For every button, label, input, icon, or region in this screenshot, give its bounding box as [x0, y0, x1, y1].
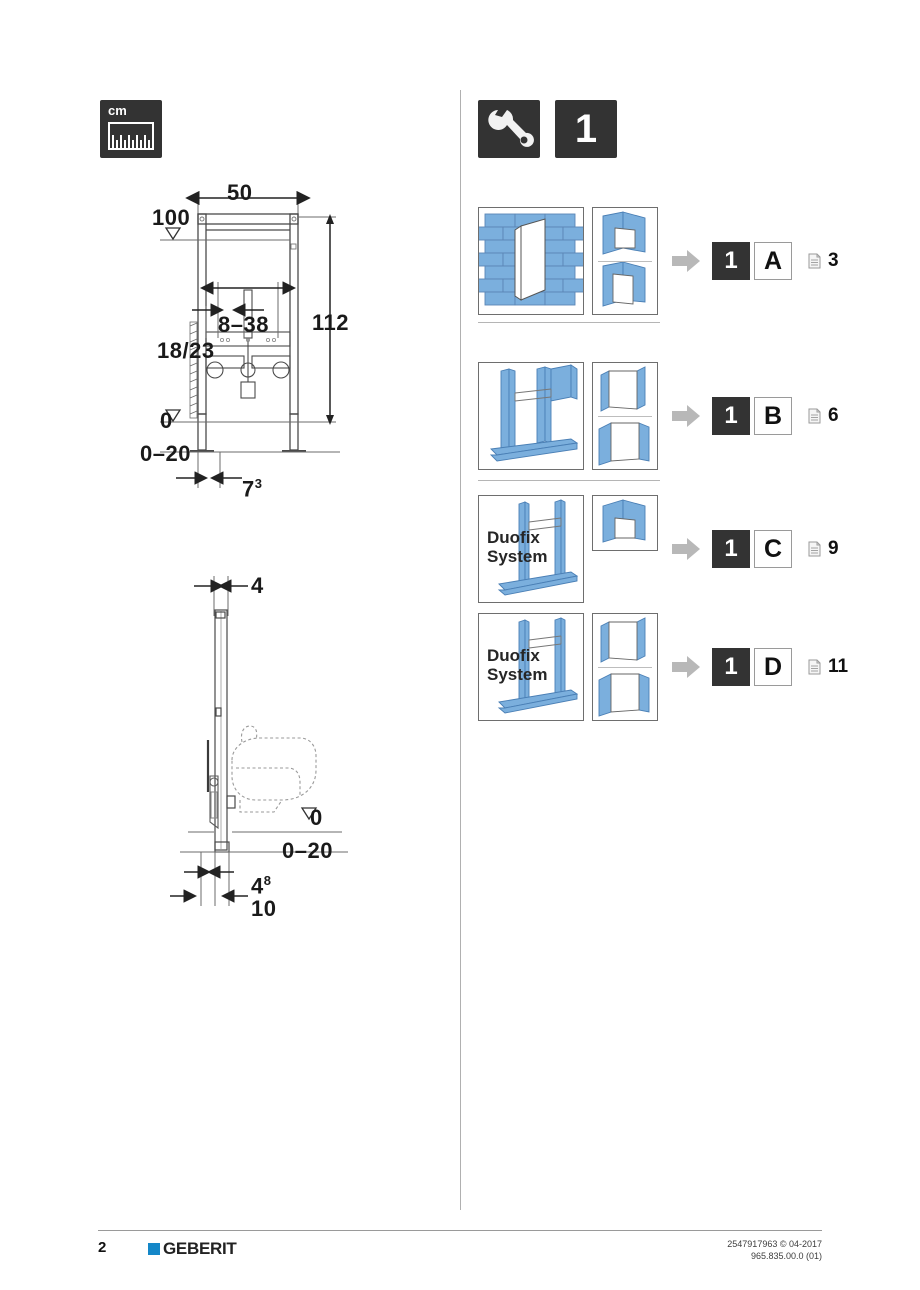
option-d-letter-badge: D	[754, 648, 792, 686]
option-a-stack	[592, 207, 658, 315]
panel-corner-closed-icon	[598, 673, 650, 717]
dim-front-width-50: 50	[227, 180, 253, 205]
flow-arrow-icon	[672, 538, 702, 560]
front-elevation-drawing	[160, 190, 340, 488]
option-a-letter-badge: A	[754, 242, 792, 280]
option-b-page-number: 6	[828, 405, 839, 426]
dim-side-base-4-8: 48	[251, 873, 272, 899]
wall-corner-panel-icon	[602, 261, 646, 307]
flow-arrow-icon	[672, 656, 702, 678]
wall-corner-recess-icon	[602, 211, 646, 255]
panel-corner-closed-icon	[598, 422, 650, 466]
option-d-step-badge: 1	[712, 648, 750, 686]
duofix-rail-system-icon: Duofix System	[478, 613, 584, 721]
option-d-illustrations: Duofix System	[478, 613, 658, 721]
document-code-line-2: 965.835.00.0 (01)	[750, 1251, 822, 1261]
document-icon	[808, 659, 821, 675]
level-marker-100	[164, 227, 182, 241]
option-row-c[interactable]: Duofix System 1 C 9	[478, 495, 898, 603]
geberit-logo-text: GEBERIT	[163, 1239, 237, 1258]
row-divider-a-b	[478, 322, 660, 323]
duofix-rail-system-icon: Duofix System	[478, 495, 584, 603]
option-d-caption-line2: System	[487, 665, 548, 684]
option-d-page-ref[interactable]: 11	[808, 656, 848, 678]
dim-side-level-0: 0	[310, 805, 323, 830]
panel-corner-open-icon	[600, 366, 646, 412]
option-b-stack	[592, 362, 658, 470]
option-row-a[interactable]: 1 A 3	[478, 207, 898, 315]
column-divider	[460, 90, 461, 1210]
option-d-stack	[592, 613, 658, 721]
unit-badge-cm: cm	[100, 100, 162, 158]
dim-side-floor-0-20: 0–20	[282, 838, 333, 863]
flow-arrow-icon	[672, 250, 702, 272]
metal-stud-frame-icon	[478, 362, 584, 470]
geberit-logo: GEBERIT	[148, 1239, 237, 1259]
unit-badge-label: cm	[108, 103, 127, 118]
option-c-page-number: 9	[828, 538, 839, 559]
dim-front-height-112: 112	[312, 310, 349, 335]
option-b-page-ref[interactable]: 6	[808, 405, 839, 427]
dim-side-total-10: 10	[251, 896, 277, 921]
document-icon	[808, 253, 821, 269]
dim-front-depth-7-3: 73	[242, 476, 263, 502]
ruler-icon	[108, 122, 154, 150]
geberit-logo-mark	[148, 1243, 160, 1255]
level-marker-0-side	[300, 807, 318, 821]
footer-divider	[98, 1230, 822, 1231]
option-d-caption-line1: Duofix	[487, 646, 540, 665]
option-b-step-badge: 1	[712, 397, 750, 435]
panel-corner-open-icon	[600, 617, 646, 663]
dim-front-level-0: 0	[160, 408, 173, 433]
dim-front-level-100: 100	[152, 205, 191, 230]
option-row-b[interactable]: 1 B 6	[478, 362, 898, 470]
option-d-page-number: 11	[828, 656, 849, 677]
option-b-illustrations	[478, 362, 658, 470]
wall-corner-recess-icon	[602, 499, 646, 543]
step-number-label: 1	[574, 106, 598, 151]
dim-front-floor-0-20: 0–20	[140, 441, 191, 466]
dim-front-offset-18-23: 18/23	[157, 338, 215, 363]
option-c-step-badge: 1	[712, 530, 750, 568]
dim-front-inlet-8-38: 8–38	[218, 312, 269, 337]
option-a-page-ref[interactable]: 3	[808, 250, 839, 272]
option-a-step-badge: 1	[712, 242, 750, 280]
option-c-illustrations: Duofix System	[478, 495, 658, 603]
document-icon	[808, 408, 821, 424]
row-divider-b-c	[478, 480, 660, 481]
document-icon	[808, 541, 821, 557]
solid-brick-wall-icon	[478, 207, 584, 315]
flow-arrow-icon	[672, 405, 702, 427]
wrench-icon	[478, 100, 540, 158]
dim-side-rail-4: 4	[251, 573, 264, 598]
option-a-page-number: 3	[828, 250, 839, 271]
option-row-d[interactable]: Duofix System	[478, 613, 898, 721]
option-c-caption-line1: Duofix	[487, 528, 540, 547]
document-code-line-1: 2547917963 © 04-2017	[727, 1239, 822, 1249]
option-c-letter-badge: C	[754, 530, 792, 568]
side-elevation-drawing	[170, 576, 348, 906]
option-b-letter-badge: B	[754, 397, 792, 435]
option-c-stack	[592, 495, 658, 551]
step-number-badge: 1	[555, 100, 617, 158]
page-number: 2	[98, 1239, 107, 1256]
level-marker-0	[164, 409, 182, 423]
option-c-caption-line2: System	[487, 547, 548, 566]
option-c-page-ref[interactable]: 9	[808, 538, 839, 560]
option-a-illustrations	[478, 207, 658, 315]
document-codes: 2547917963 © 04-2017 965.835.00.0 (01)	[727, 1238, 822, 1262]
